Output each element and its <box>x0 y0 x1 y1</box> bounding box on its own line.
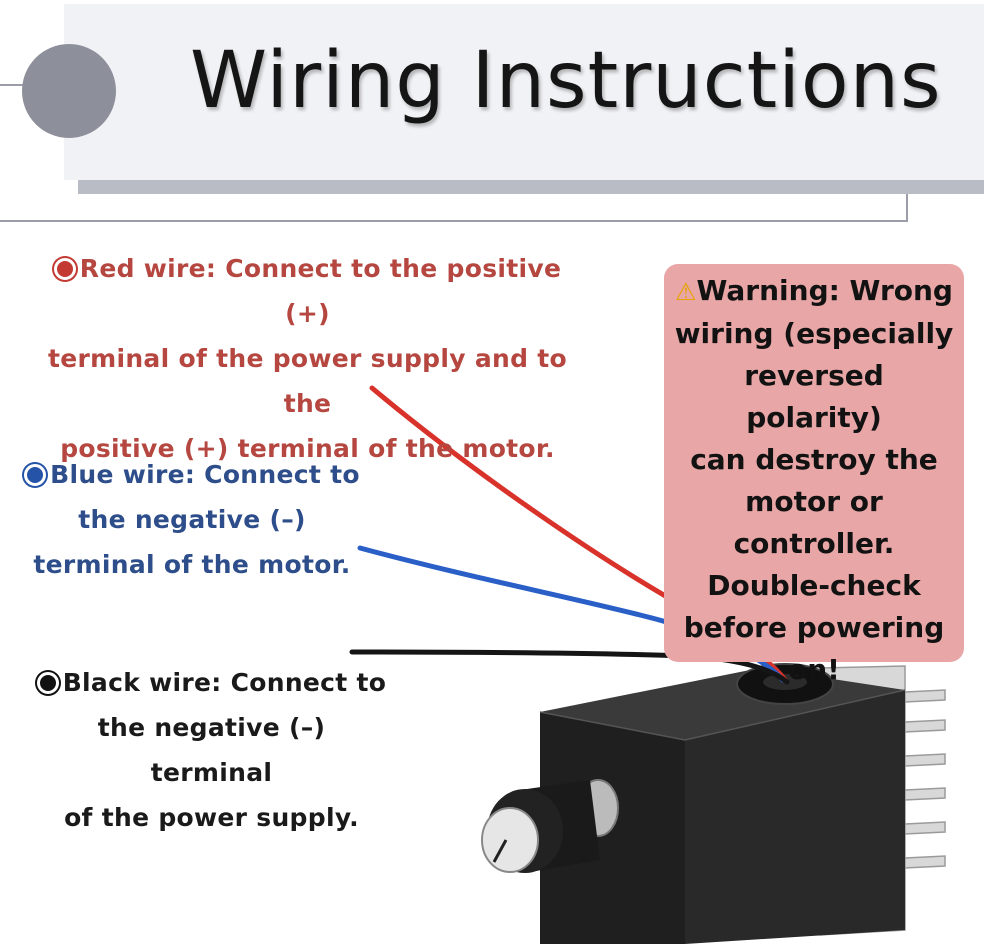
blue-dot-icon <box>24 464 47 486</box>
warning-line-6: controller. <box>733 527 895 560</box>
warning-line-1: ⚠Warning: Wrong <box>672 270 956 313</box>
blue-wire-line-3: terminal of the motor. <box>33 550 351 579</box>
black-wire-line-3: of the power supply. <box>64 803 359 832</box>
red-dot-icon <box>53 258 76 280</box>
black-wire-line-1: Black wire: Connect to <box>34 660 389 705</box>
red-wire-label: Red wire: Connect to the positive (+) te… <box>30 246 585 471</box>
warning-line-3: reversed polarity) <box>744 359 884 434</box>
blue-wire-label: Blue wire: Connect to the negative (–) t… <box>22 452 362 587</box>
warning-line-8: before powering <box>683 611 945 644</box>
black-wire-label: Black wire: Connect to the negative (–) … <box>34 660 389 840</box>
red-wire-line-1: Red wire: Connect to the positive (+) <box>30 246 585 336</box>
blue-wire-line-1: Blue wire: Connect to <box>22 452 362 497</box>
red-wire-line-2: terminal of the power supply and to the <box>47 344 568 418</box>
warning-line-7: Double-check <box>707 569 921 602</box>
potentiometer-knob <box>481 779 619 873</box>
warning-line-9: on! <box>788 653 840 686</box>
warning-line-2: wiring (especially <box>674 317 954 350</box>
header-box <box>64 4 984 180</box>
warning-box: ⚠Warning: Wrong wiring (especially rever… <box>664 264 964 686</box>
black-dot-icon <box>36 672 59 694</box>
black-wire-line-2: the negative (–) terminal <box>97 713 326 787</box>
page-title: Wiring Instructions <box>190 36 942 126</box>
warning-line-4: can destroy the <box>690 443 938 476</box>
red-wire-line-3: positive (+) terminal of the motor. <box>60 434 555 463</box>
warning-triangle-icon: ⚠ <box>675 278 697 306</box>
header-bullet-circle <box>22 44 116 138</box>
blue-wire-line-2: the negative (–) <box>78 505 306 534</box>
black-wire-line <box>349 649 790 685</box>
warning-line-5: motor or <box>745 485 883 518</box>
